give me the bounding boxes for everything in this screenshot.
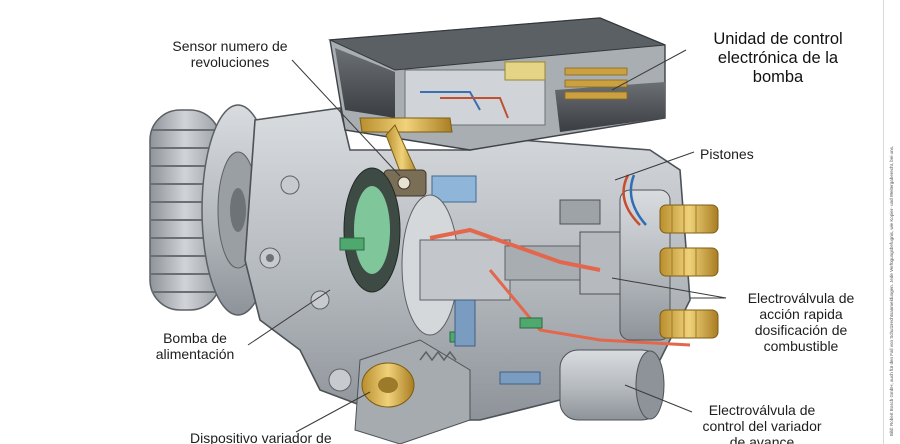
ecu-contacts [564, 67, 628, 100]
cutaway-internals [339, 167, 691, 347]
label-ecu: Unidad de control electrónica de la bomb… [713, 30, 843, 86]
label-sensor-rpm: Sensor numero de revoluciones [172, 38, 288, 70]
label-advance-device: Dispositivo variador de [190, 430, 332, 444]
label-pistons: Pistones [700, 146, 754, 162]
copyright-text: Bild: Robert Bosch GmbH, auch für den Fa… [889, 145, 894, 436]
leader-lines [247, 49, 727, 433]
label-advance-valve: Electroválvula de control del variador d… [702, 402, 822, 444]
advance-device [354, 339, 665, 444]
ecu-module [328, 17, 666, 151]
copyright-strip: Bild: Robert Bosch GmbH, auch für den Fa… [883, 0, 900, 444]
pressure-outlets [619, 174, 719, 341]
label-supply-pump: Bomba de alimentación [155, 330, 235, 362]
label-fast-solenoid-valve: Electroválvula de acción rapida dosifica… [747, 290, 855, 354]
rpm-sensor [359, 117, 453, 197]
